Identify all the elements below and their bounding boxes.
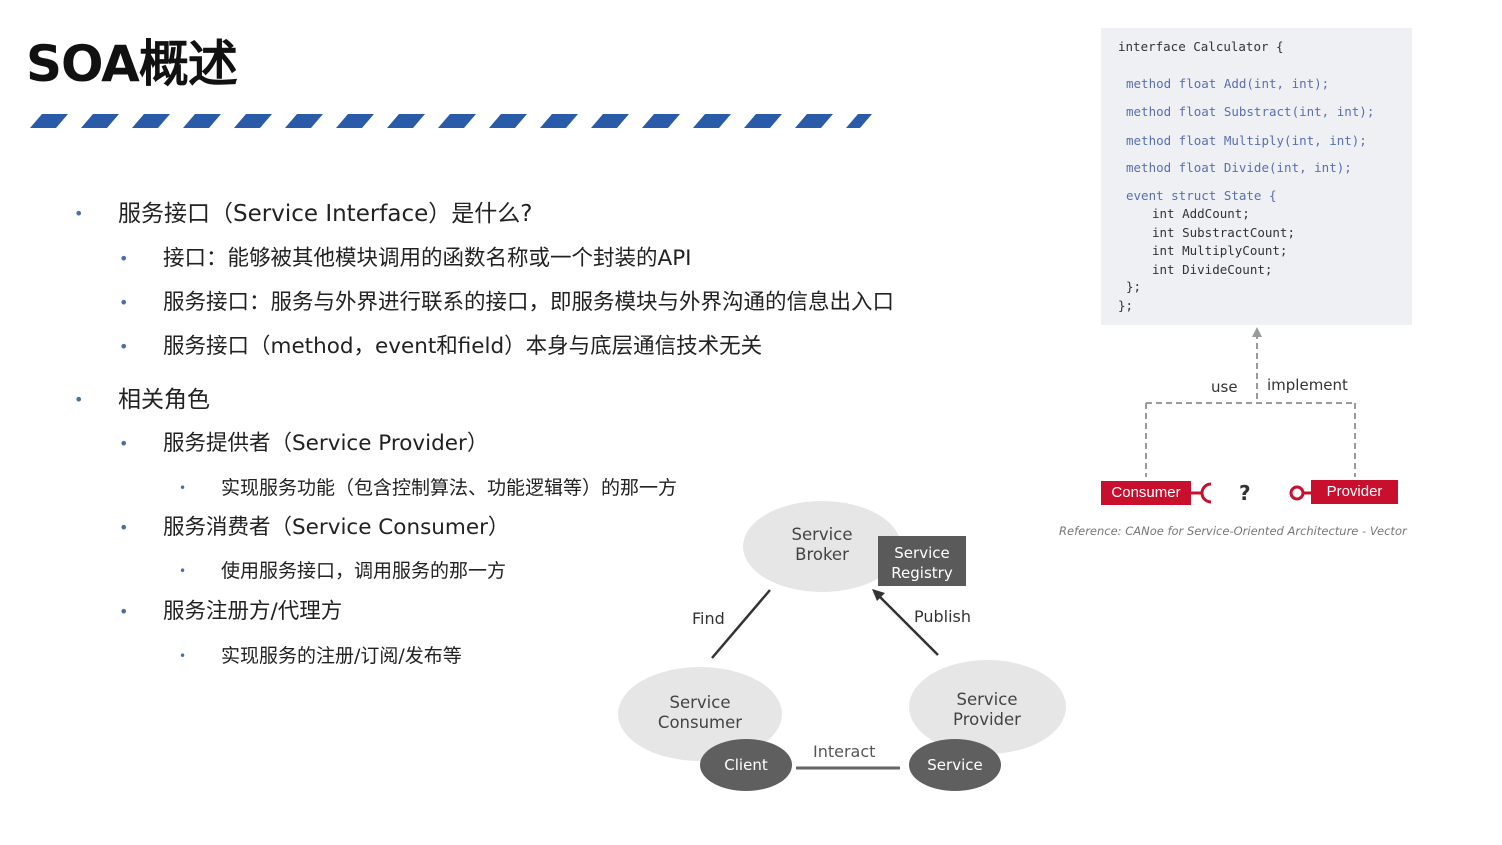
- soa-diagram-lines: [711, 589, 939, 770]
- registry-label: Service Registry: [891, 544, 953, 582]
- title-underline-stripes: [30, 114, 872, 128]
- bullet-interface-def: 接口：能够被其他模块调用的函数名称或一个封装的API: [163, 246, 692, 271]
- code-panel: interface Calculator { method float Add(…: [1101, 28, 1412, 325]
- interact-label: Interact: [813, 742, 876, 761]
- provider-tag: Provider: [1311, 480, 1398, 504]
- code-line: method float Divide(int, int);: [1126, 160, 1352, 175]
- interface-relation-lines: [1145, 327, 1356, 477]
- find-label: Find: [692, 609, 725, 628]
- broker-label: Service Broker: [791, 525, 853, 564]
- code-line: int SubstractCount;: [1152, 225, 1295, 240]
- bullet-dot: •: [119, 434, 129, 453]
- arrow-up-icon: [1252, 327, 1262, 337]
- code-line: event struct State {: [1126, 188, 1277, 203]
- bullet-dot: •: [179, 649, 187, 663]
- code-line: };: [1126, 279, 1142, 294]
- bullet-dot: •: [119, 249, 129, 268]
- bullet-registry-desc: 实现服务的注册/订阅/发布等: [221, 645, 462, 667]
- broker-node: [743, 501, 901, 592]
- bullet-service-interface: 服务接口（Service Interface）是什么?: [118, 201, 533, 227]
- use-label: use: [1211, 378, 1238, 396]
- code-line: method float Multiply(int, int);: [1126, 133, 1367, 148]
- code-line: int AddCount;: [1152, 206, 1250, 221]
- code-line: method float Substract(int, int);: [1126, 104, 1375, 119]
- bullet-dot: •: [74, 204, 84, 223]
- bullet-dot: •: [179, 564, 187, 578]
- implement-label: implement: [1267, 376, 1348, 394]
- service-node: Service: [909, 739, 1001, 791]
- bullet-interface-independence: 服务接口（method，event和field）本身与底层通信技术无关: [163, 334, 763, 359]
- bullet-dot: •: [179, 481, 187, 495]
- lollipop-icon: [1289, 485, 1312, 501]
- code-line: int MultiplyCount;: [1152, 243, 1288, 258]
- bullet-consumer: 服务消费者（Service Consumer）: [163, 515, 510, 540]
- question-mark: ?: [1239, 481, 1251, 505]
- bullet-dot: •: [119, 518, 129, 537]
- bullet-dot: •: [119, 293, 129, 312]
- consumer-tag: Consumer: [1101, 481, 1191, 505]
- bullet-dot: •: [119, 337, 129, 356]
- bullet-consumer-desc: 使用服务接口，调用服务的那一方: [221, 560, 507, 582]
- socket-icon: [1191, 482, 1212, 504]
- bullet-registry: 服务注册方/代理方: [163, 599, 343, 624]
- code-line: interface Calculator {: [1118, 39, 1284, 54]
- bullet-service-interface-def: 服务接口：服务与外界进行联系的接口，即服务模块与外界沟通的信息出入口: [163, 290, 895, 315]
- bullet-roles: 相关角色: [118, 387, 210, 413]
- bullet-provider: 服务提供者（Service Provider）: [163, 431, 489, 456]
- publish-arrow-icon: [872, 589, 885, 601]
- page-title: SOA概述: [26, 35, 238, 93]
- reference-text: Reference: CANoe for Service-Oriented Ar…: [1059, 524, 1407, 538]
- bullet-dot: •: [119, 602, 129, 621]
- consumer-label: Service Consumer: [657, 693, 743, 732]
- code-line: method float Add(int, int);: [1126, 76, 1330, 91]
- registry-box: [878, 536, 966, 586]
- publish-label: Publish: [914, 607, 972, 626]
- code-line: int DivideCount;: [1152, 262, 1273, 277]
- client-node: Client: [700, 739, 792, 791]
- provider-node: [909, 660, 1066, 754]
- bullet-dot: •: [74, 390, 84, 409]
- code-line: };: [1118, 298, 1134, 313]
- provider-label: Service Provider: [953, 690, 1021, 729]
- bullet-provider-desc: 实现服务功能（包含控制算法、功能逻辑等）的那一方: [221, 477, 678, 499]
